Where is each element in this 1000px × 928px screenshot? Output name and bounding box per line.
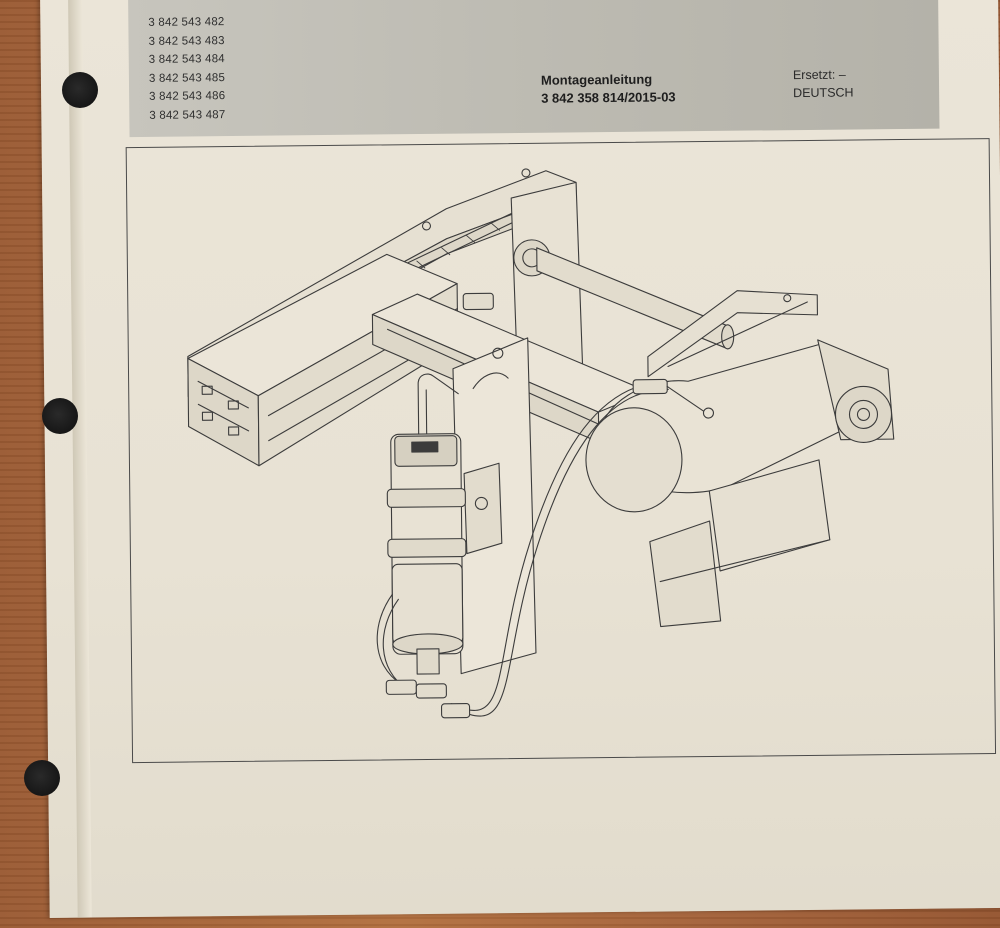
part-number: 3 842 543 485 (148, 71, 226, 85)
part-number-list: 3 842 543 482 3 842 543 483 3 842 543 48… (148, 13, 225, 125)
drive-shaft (536, 247, 735, 350)
hose-fittings (385, 292, 715, 719)
page-binding-edge (67, 0, 92, 918)
part-number: 3 842 543 487 (149, 109, 226, 122)
replaces-label: Ersetzt: – (792, 67, 846, 83)
cylinder-sensor (386, 373, 467, 675)
right-chain-guide (647, 290, 818, 378)
part-number: 3 842 543 484 (148, 53, 225, 67)
gear-motor (585, 339, 895, 628)
part-number: 3 842 543 486 (149, 90, 226, 104)
sensor-bracket (452, 337, 537, 675)
document-number: 3 842 358 814/2015-03 (541, 89, 676, 106)
part-number: 3 842 543 483 (148, 34, 225, 48)
document-title: Montageanleitung (540, 71, 653, 88)
language-label: DEUTSCH (793, 85, 854, 101)
technical-drawing (187, 168, 895, 719)
binder-hole-bottom (24, 760, 60, 796)
part-number: 3 842 543 482 (148, 16, 225, 29)
binder-hole-top (62, 72, 98, 108)
manual-page: 3 842 543 482 3 842 543 483 3 842 543 48… (40, 0, 1000, 918)
binder-hole-middle (42, 398, 78, 434)
